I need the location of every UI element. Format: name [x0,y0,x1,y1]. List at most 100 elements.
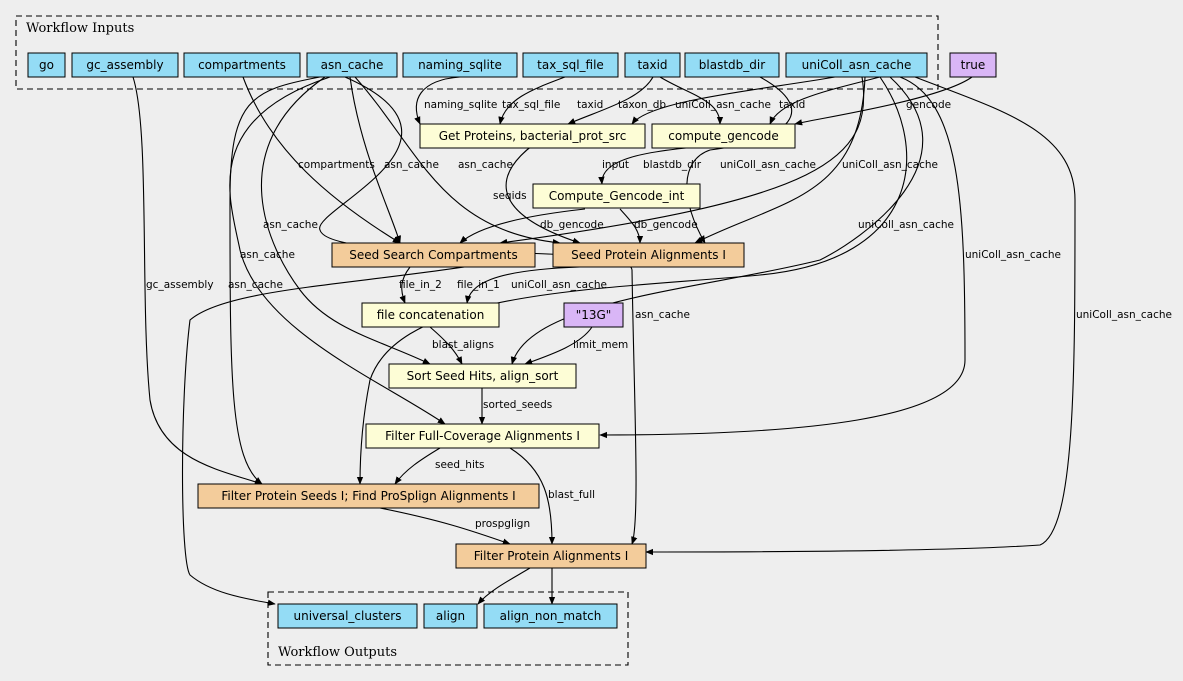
node-const-true-label: true [961,58,986,72]
edge-blast-full [509,447,556,545]
edge-label-asn-fs: asn_cache [228,279,283,291]
node-align-non-match[interactable]: align_non_match [483,603,618,629]
edge-label-asn-sort: asn_cache [263,219,318,231]
node-compute-gencode-label: compute_gencode [668,129,778,143]
node-const-13g[interactable]: "13G" [563,302,624,328]
node-tax-sql-file[interactable]: tax_sql_file [522,52,619,78]
node-compartments[interactable]: compartments [183,52,301,78]
node-filter-seeds-label: Filter Protein Seeds I; Find ProSplign A… [221,489,515,503]
node-compartments-label: compartments [198,58,286,72]
node-get-proteins[interactable]: Get Proteins, bacterial_prot_src [419,123,646,149]
edge-label-uniColl-gp: uniColl_asn_cache [675,99,771,111]
edge-label-uniColl-fp: uniColl_asn_cache [1076,309,1172,321]
workflow-inputs-title: Workflow Inputs [26,21,134,36]
edge-labels: naming_sqlite tax_sql_file taxid taxon_d… [146,99,1172,530]
edge-label-seed-hits: seed_hits [435,459,484,471]
edge-file-in-1 [465,266,581,304]
node-tax-sql-file-label: tax_sql_file [537,58,604,72]
node-align[interactable]: align [423,603,478,629]
edge-label-uniColl-sp: uniColl_asn_cache [842,159,938,171]
edge-asn-sp [354,76,561,246]
node-blastdb-dir-label: blastdb_dir [699,58,765,72]
node-filter-protein[interactable]: Filter Protein Alignments I [455,543,647,569]
step-nodes: Get Proteins, bacterial_prot_src compute… [197,123,796,569]
node-const-true[interactable]: true [949,52,997,78]
node-taxid-label: taxid [637,58,667,72]
edge-asn-fs [229,76,321,485]
edge-uniColl-cg [769,76,881,125]
edge-asn-sort [260,76,431,365]
node-compute-gencode[interactable]: compute_gencode [651,123,796,149]
edge-uniColl-sp [694,76,866,244]
node-gc-assembly-label: gc_assembly [86,58,163,72]
edge-prospglign [379,507,511,545]
edge-label-asn-sp: asn_cache [458,159,513,171]
node-seed-protein-label: Seed Protein Alignments I [571,248,726,262]
node-filter-seeds[interactable]: Filter Protein Seeds I; Find ProSplign A… [197,483,540,509]
node-seed-protein[interactable]: Seed Protein Alignments I [552,242,745,268]
edge-label-file-in-1: file_in_1 [457,279,500,291]
edges [132,76,1076,606]
node-taxid[interactable]: taxid [624,52,681,78]
node-filter-protein-label: Filter Protein Alignments I [474,549,629,563]
edge-label-gencode: gencode [906,99,951,111]
node-universal-clusters-label: universal_clusters [294,609,402,623]
edge-dbgencode-ss [459,208,586,244]
edge-label-file-in-2: file_in_2 [399,279,442,291]
edge-uniColl-fs [356,76,908,485]
edge-uniColl-ff [599,76,966,439]
node-uniColl-asn-cache[interactable]: uniColl_asn_cache [785,52,928,78]
edge-blast-aligns [429,326,463,365]
edge-label-naming-sqlite: naming_sqlite [424,99,497,111]
edge-label-uniColl-ff: uniColl_asn_cache [965,249,1061,261]
node-align-non-match-label: align_non_match [500,609,602,623]
edge-label-blast-full: blast_full [548,489,595,501]
node-get-proteins-label: Get Proteins, bacterial_prot_src [439,129,627,143]
edge-label-asn-ss: asn_cache [384,159,439,171]
edge-label-uniColl-sort: uniColl_asn_cache [858,219,954,231]
edge-taxid-cg [659,76,724,125]
node-const-13g-label: "13G" [576,308,612,322]
edge-taxid [567,76,654,125]
edge-label-gc-assembly: gc_assembly [146,279,214,291]
edge-seqids [505,144,581,244]
edge-universal-clusters [181,254,536,606]
node-filter-full[interactable]: Filter Full-Coverage Alignments I [365,423,600,449]
node-uniColl-asn-cache-label: uniColl_asn_cache [802,58,912,72]
node-go-label: go [39,58,54,72]
edge-seed-hits [394,447,441,485]
edge-asn-ff [229,76,446,425]
edge-dbgencode-sp [619,208,644,244]
node-file-concat[interactable]: file concatenation [361,302,500,328]
edge-label-dbgencode-sp: db_gencode [634,219,698,231]
edge-compartments [242,76,401,244]
node-sort-seed-label: Sort Seed Hits, align_sort [407,369,559,383]
edge-naming-sqlite [414,76,461,125]
edge-label-dbgencode-ss: db_gencode [540,219,604,231]
node-compute-gencode-int[interactable]: Compute_Gencode_int [532,183,701,209]
node-asn-cache-label: asn_cache [321,58,384,72]
edge-label-seqids: seqids [493,190,527,202]
workflow-outputs-cluster: Workflow Outputs [267,591,629,666]
edge-label-taxid: taxid [577,99,603,111]
edge-align [477,567,531,605]
node-asn-cache[interactable]: asn_cache [306,52,398,78]
edge-true-gencode [794,76,973,126]
node-gc-assembly[interactable]: gc_assembly [71,52,179,78]
edge-file-in-2 [399,266,411,304]
edge-gc-assembly [132,76,263,485]
node-seed-search[interactable]: Seed Search Compartments [331,242,536,268]
node-sort-seed[interactable]: Sort Seed Hits, align_sort [388,363,577,389]
node-go[interactable]: go [27,52,66,78]
node-blastdb-dir[interactable]: blastdb_dir [684,52,780,78]
edge-label-input: input [602,159,629,171]
edge-label-blast-aligns: blast_aligns [432,339,494,351]
edge-label-blastdb: blastdb_dir [643,159,702,171]
edge-limit-mem [524,326,593,365]
node-naming-sqlite-label: naming_sqlite [418,58,502,72]
node-naming-sqlite[interactable]: naming_sqlite [402,52,518,78]
input-nodes: go gc_assembly compartments asn_cache na… [27,52,997,78]
edge-uniColl-ss [499,76,865,246]
node-universal-clusters[interactable]: universal_clusters [277,603,418,629]
